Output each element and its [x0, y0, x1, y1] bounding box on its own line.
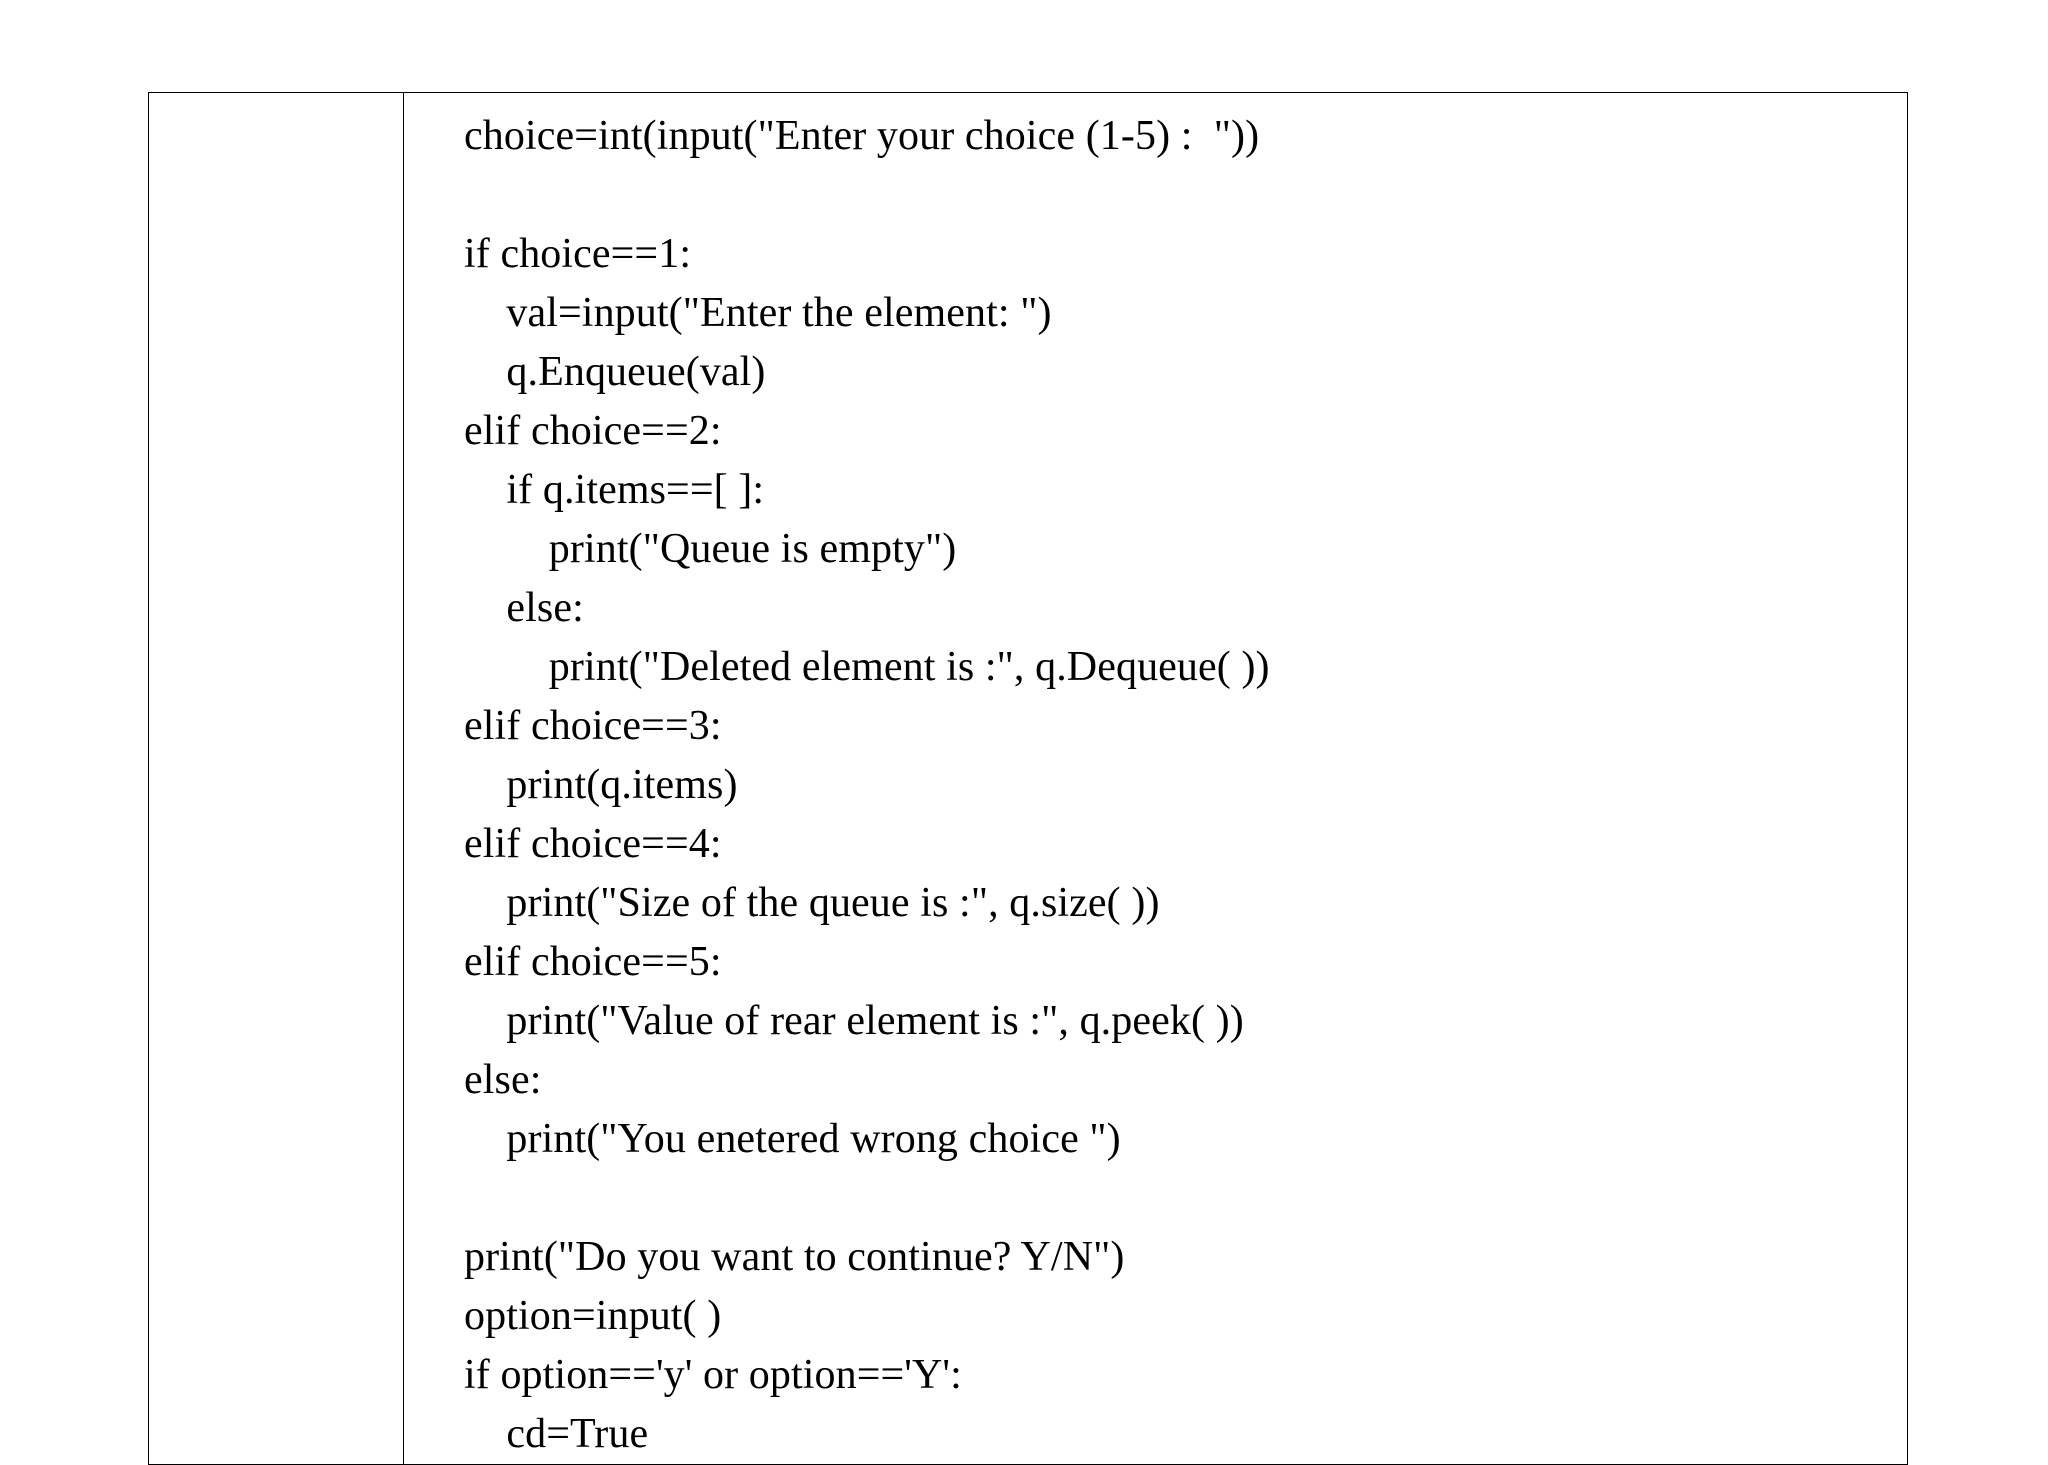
code-line: q.Enqueue(val): [464, 349, 766, 395]
code-line: [464, 166, 1897, 225]
code-line: if q.items==[ ]:: [464, 467, 765, 513]
code-line: print("Deleted element is :", q.Dequeue(…: [464, 644, 1270, 690]
code-block: choice=int(input("Enter your choice (1-5…: [404, 93, 1907, 1464]
code-line: else:: [464, 1057, 542, 1103]
code-line: print("Queue is empty"): [464, 526, 957, 572]
code-line: print("Do you want to continue? Y/N"): [464, 1234, 1125, 1280]
code-line: elif choice==5:: [464, 939, 722, 985]
code-line: option=input( ): [464, 1293, 722, 1339]
code-line: if option=='y' or option=='Y':: [464, 1352, 962, 1398]
code-line: elif choice==2:: [464, 408, 722, 454]
code-line: print("Size of the queue is :", q.size( …: [464, 880, 1160, 926]
code-line: print("You enetered wrong choice "): [464, 1116, 1121, 1162]
code-line: cd=True: [464, 1411, 649, 1457]
label-column-content: [149, 93, 403, 1363]
code-line: elif choice==3:: [464, 703, 722, 749]
code-line: elif choice==4:: [464, 821, 722, 867]
table-body: choice=int(input("Enter your choice (1-5…: [148, 92, 1908, 1465]
code-line: if choice==1:: [464, 231, 692, 277]
code-column-cell: choice=int(input("Enter your choice (1-5…: [403, 92, 1908, 1465]
label-column-cell: [148, 92, 404, 1465]
code-line: choice=int(input("Enter your choice (1-5…: [464, 113, 1260, 159]
code-listing-table: choice=int(input("Enter your choice (1-5…: [148, 92, 1908, 1465]
code-line: print("Value of rear element is :", q.pe…: [464, 998, 1244, 1044]
table-row: choice=int(input("Enter your choice (1-5…: [148, 92, 1908, 1465]
code-line: val=input("Enter the element: "): [464, 290, 1052, 336]
code-line: [464, 1169, 1897, 1228]
code-line: else:: [464, 585, 584, 631]
code-line: print(q.items): [464, 762, 738, 808]
